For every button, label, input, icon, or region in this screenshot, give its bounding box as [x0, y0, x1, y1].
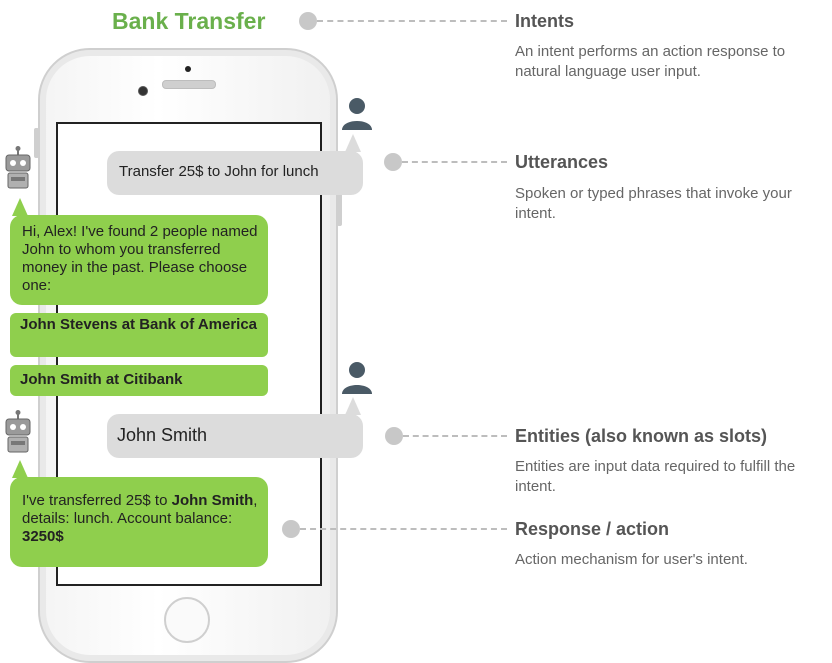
bubble-tail — [12, 460, 28, 478]
utterances-description: Spoken or typed phrases that invoke your… — [515, 185, 792, 222]
diagram-title: Bank Transfer — [112, 8, 266, 34]
connector-dot — [299, 12, 317, 30]
robot-avatar-icon — [5, 410, 31, 453]
phone-camera — [138, 86, 148, 96]
response-description: Action mechanism for user's intent. — [515, 551, 748, 568]
bot-message-bubble: I've transferred 25$ to John Smith, deta… — [10, 477, 268, 567]
entities-description: Entities are input data required to fulf… — [515, 458, 796, 495]
intents-description: An intent performs an action response to… — [515, 43, 786, 80]
phone-home-button — [164, 597, 210, 643]
phone-speaker — [162, 80, 216, 89]
bubble-tail — [345, 397, 361, 415]
phone-side-button — [34, 128, 39, 158]
connector-dot — [282, 520, 300, 538]
option-john-smith[interactable]: John Smith at Citibank — [10, 365, 268, 396]
connector-dot — [385, 427, 403, 445]
bot-balance: 3250$ — [22, 528, 64, 545]
connector-line — [300, 528, 507, 530]
bot-recipient-name: John Smith — [171, 492, 254, 509]
robot-avatar-icon — [5, 146, 31, 189]
bubble-tail — [12, 198, 28, 216]
user-message-bubble: John Smith — [107, 414, 363, 458]
utterances-heading: Utterances — [515, 152, 609, 172]
user-avatar-icon — [342, 362, 372, 394]
bot-text: , details: lunch. Account balance: — [22, 492, 258, 527]
intents-heading: Intents — [515, 11, 575, 31]
connector-line — [317, 20, 507, 22]
entities-heading: Entities (also known as slots) — [515, 426, 768, 446]
bot-text: I've transferred 25$ to — [22, 492, 172, 509]
phone-power-button — [337, 180, 342, 226]
bubble-tail — [345, 134, 361, 152]
phone-sensor — [185, 66, 191, 72]
option-john-stevens[interactable]: John Stevens at Bank of America — [10, 313, 268, 357]
connector-dot — [384, 153, 402, 171]
bot-message-bubble: Hi, Alex! I've found 2 people named John… — [10, 215, 268, 305]
connector-line — [402, 161, 507, 163]
user-message-bubble: Transfer 25$ to John for lunch — [107, 151, 363, 195]
connector-line — [403, 435, 507, 437]
user-avatar-icon — [342, 98, 372, 130]
response-heading: Response / action — [515, 519, 670, 539]
